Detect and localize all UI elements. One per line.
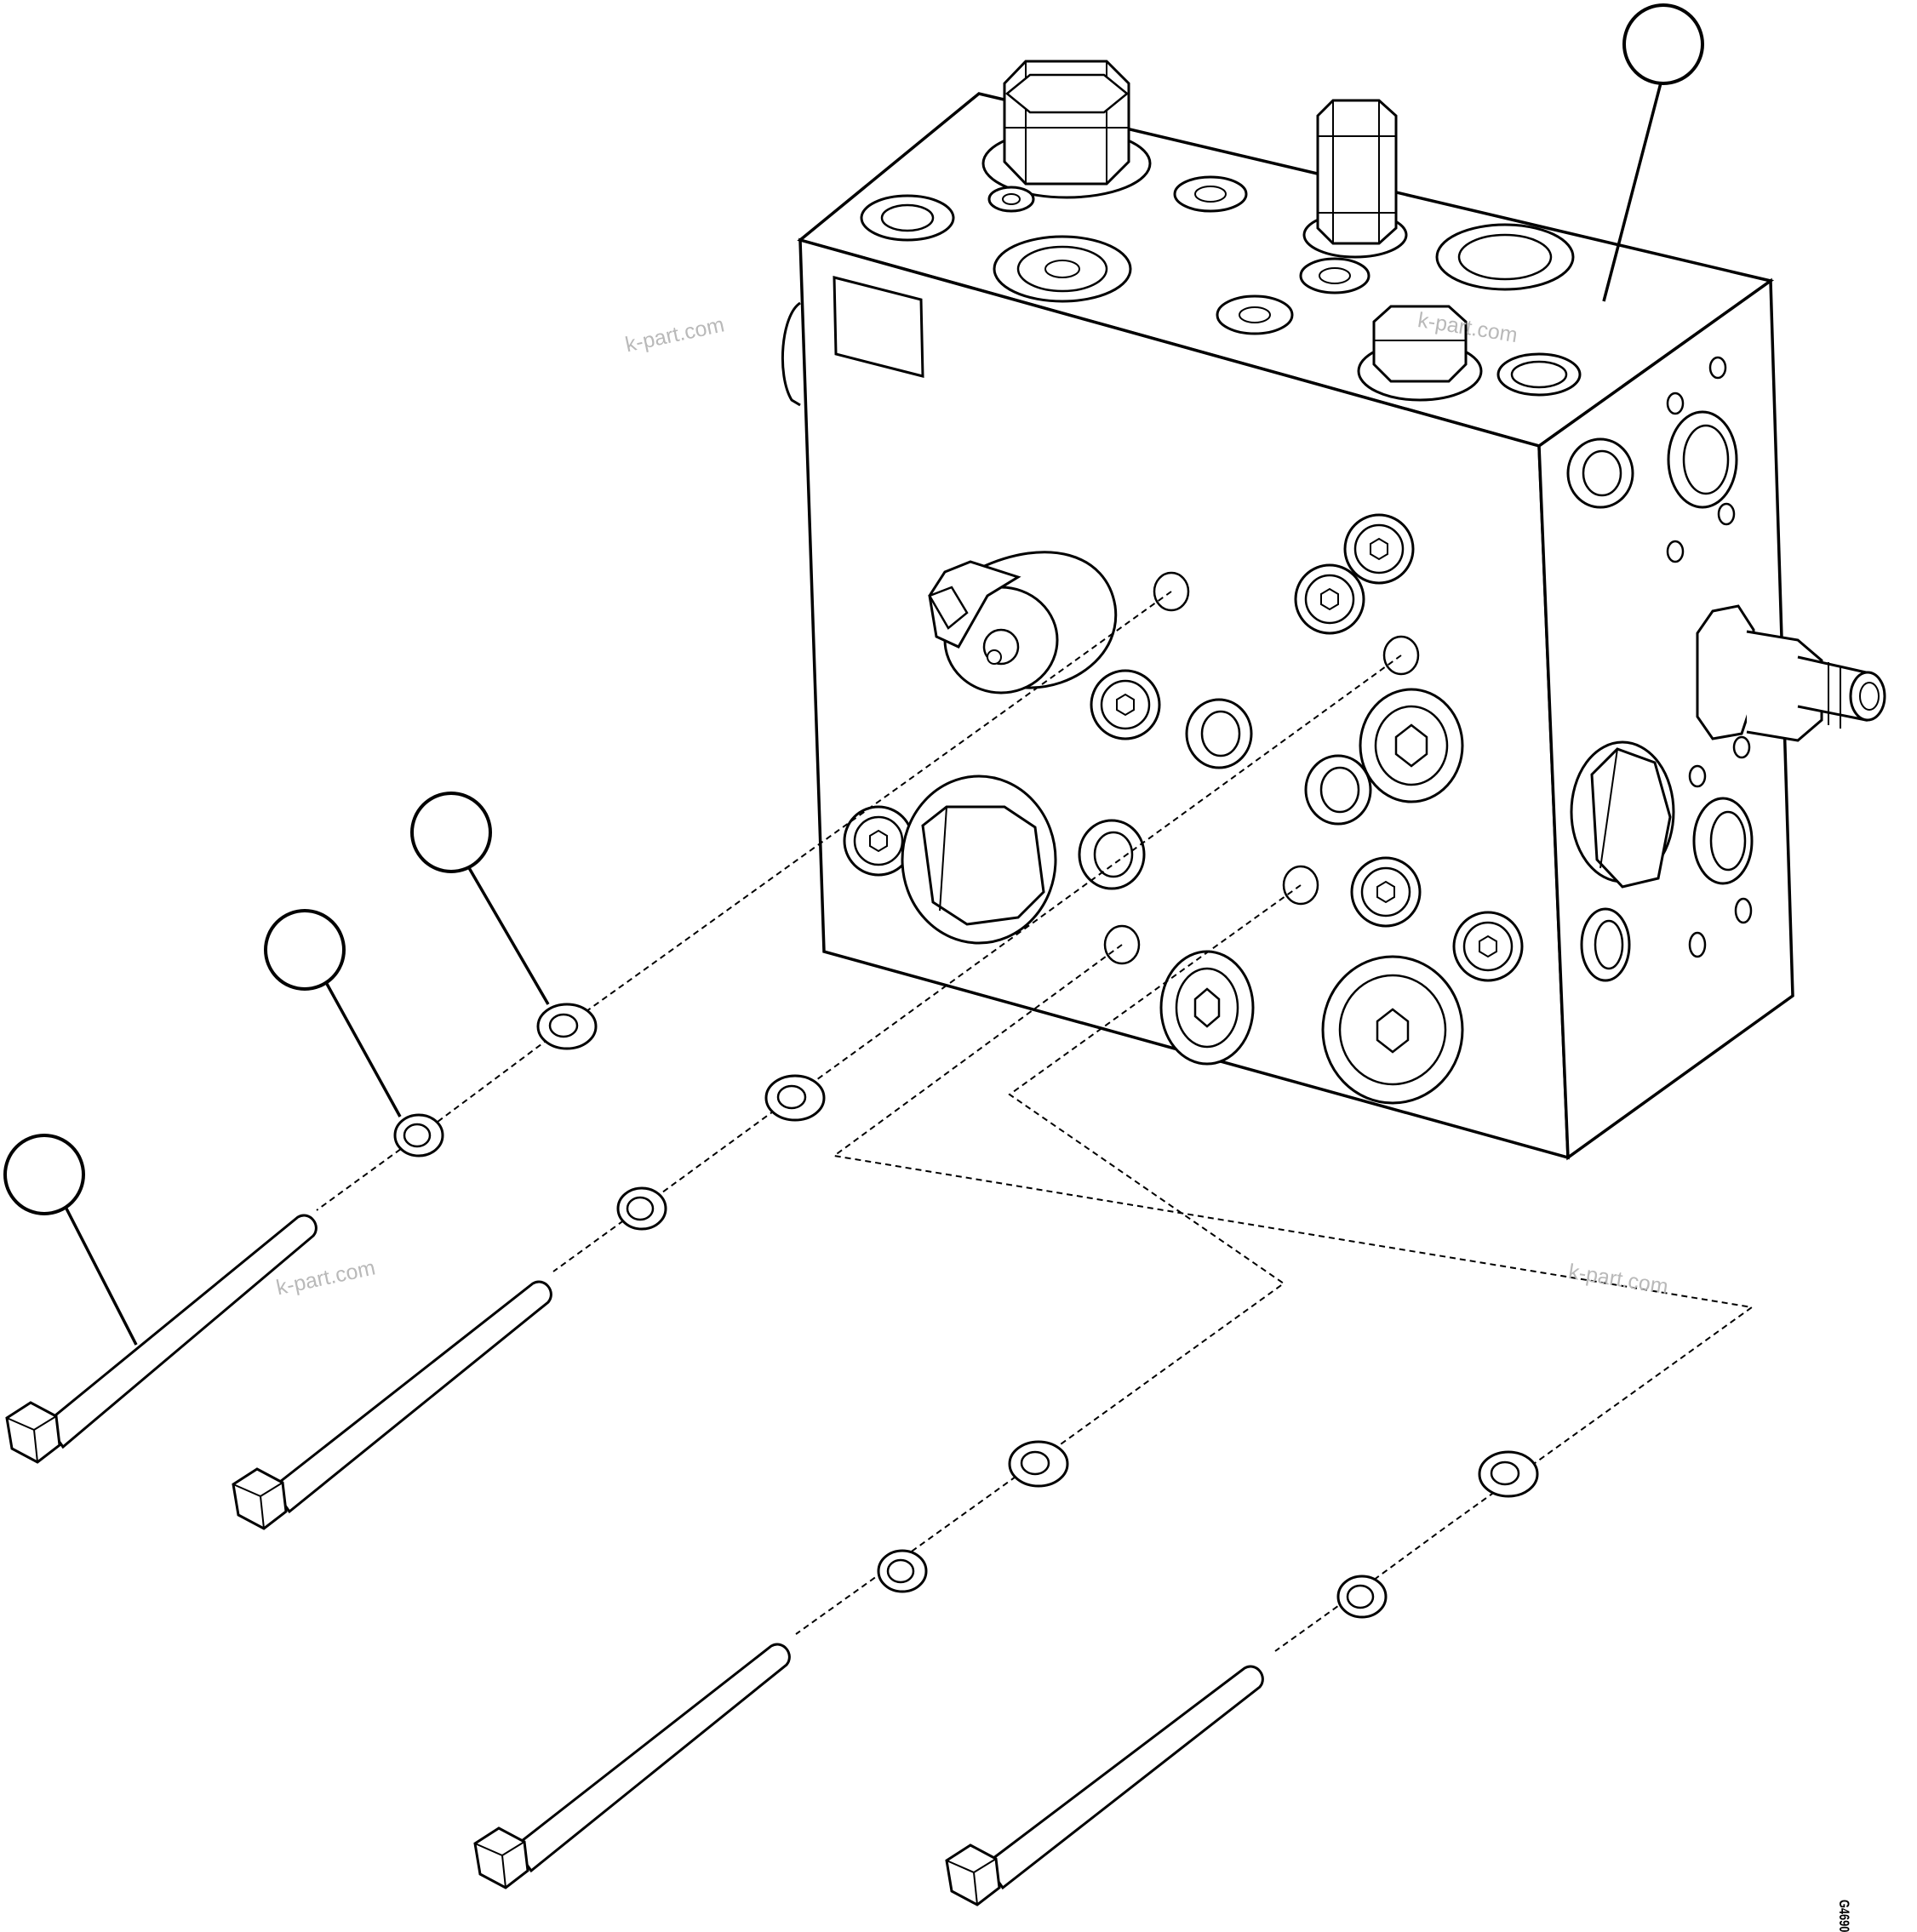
top-screw-6 (1216, 294, 1294, 335)
bolt-1 (5, 1214, 318, 1464)
side-port-3 (1580, 907, 1631, 982)
bolt-2 (232, 1280, 552, 1530)
left-boss (781, 301, 801, 407)
callout-4[interactable] (3, 1134, 138, 1346)
top-port-small (1496, 352, 1582, 397)
side-plug-large (1570, 740, 1675, 889)
top-cartridge (1302, 99, 1408, 259)
washer-8 (1336, 1575, 1388, 1619)
top-screw-3 (987, 186, 1035, 213)
top-screw-1 (860, 194, 955, 242)
washer-6 (877, 1549, 928, 1593)
top-screw-2 (993, 235, 1132, 303)
side-port-2 (1692, 797, 1754, 885)
top-screw-4 (1173, 175, 1248, 213)
large-port-right (1359, 688, 1464, 803)
front-plug-large (901, 775, 1057, 945)
drawing-id: G4690 (1836, 1900, 1852, 1932)
top-plug-large (981, 60, 1152, 199)
callout-3[interactable] (264, 909, 402, 1117)
callout-2[interactable] (410, 792, 550, 1005)
solenoid-coil (928, 551, 1118, 694)
valve-block (781, 60, 1886, 1161)
washer-2 (393, 1113, 444, 1157)
top-port-recess (1435, 223, 1575, 291)
assembly-lines (316, 591, 1754, 1652)
port-bottom-right (1321, 955, 1464, 1105)
washer-3 (764, 1074, 826, 1122)
top-plug-small (1357, 305, 1483, 402)
bolt-4 (945, 1665, 1264, 1906)
callout-1[interactable] (1602, 3, 1704, 302)
washer-5 (1008, 1440, 1069, 1488)
side-pressure-fitting (1696, 604, 1886, 742)
washer-4 (616, 1186, 667, 1231)
top-screw-5 (1299, 257, 1371, 294)
washer-1 (536, 1003, 598, 1050)
washer-7 (1478, 1450, 1539, 1498)
label-plate (833, 276, 924, 378)
bolt-3 (473, 1643, 791, 1889)
port-bottom-left (1159, 950, 1255, 1066)
side-port-large (1667, 410, 1738, 509)
